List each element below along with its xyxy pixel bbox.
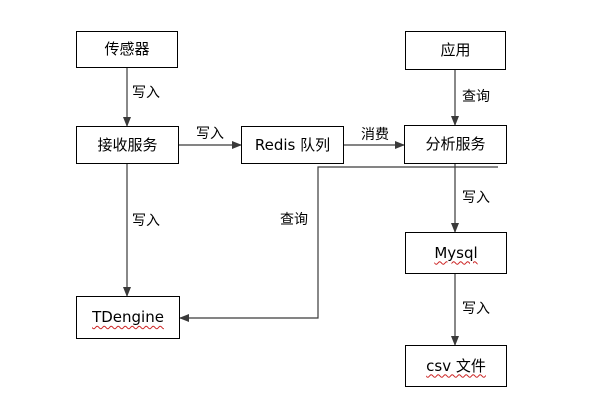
node-tdengine: TDengine	[76, 296, 180, 339]
node-analysis-service: 分析服务	[404, 125, 507, 164]
edge-label-application-to-analysis: 查询	[462, 89, 490, 105]
node-csv-file: csv 文件	[405, 345, 507, 387]
node-application: 应用	[405, 31, 506, 70]
node-redis-queue: Redis 队列	[241, 126, 344, 164]
edge-label-analysis-to-tdengine: 查询	[280, 212, 308, 228]
node-receive-service: 接收服务	[76, 126, 179, 164]
node-redis-queue-label: Redis 队列	[254, 135, 331, 154]
node-receive-service-label: 接收服务	[97, 135, 158, 154]
node-sensor-label: 传感器	[104, 40, 150, 58]
edge-label-redis-to-analysis: 消费	[361, 127, 389, 143]
edge-label-sensor-to-receive: 写入	[132, 85, 160, 101]
node-application-label: 应用	[440, 41, 471, 59]
node-mysql-label: Mysql	[434, 243, 478, 262]
edge-label-receive-to-redis: 写入	[196, 126, 224, 142]
edge-label-receive-to-tdengine: 写入	[132, 213, 160, 229]
node-mysql: Mysql	[405, 232, 507, 274]
node-analysis-service-label: 分析服务	[425, 135, 486, 153]
node-sensor: 传感器	[76, 31, 178, 68]
edge-label-analysis-to-mysql: 写入	[462, 190, 490, 206]
node-csv-file-label: csv 文件	[426, 356, 486, 375]
node-tdengine-label: TDengine	[92, 308, 164, 326]
edge-label-mysql-to-csv: 写入	[462, 301, 490, 317]
arrow-analysis-to-tdengine	[179, 166, 498, 322]
